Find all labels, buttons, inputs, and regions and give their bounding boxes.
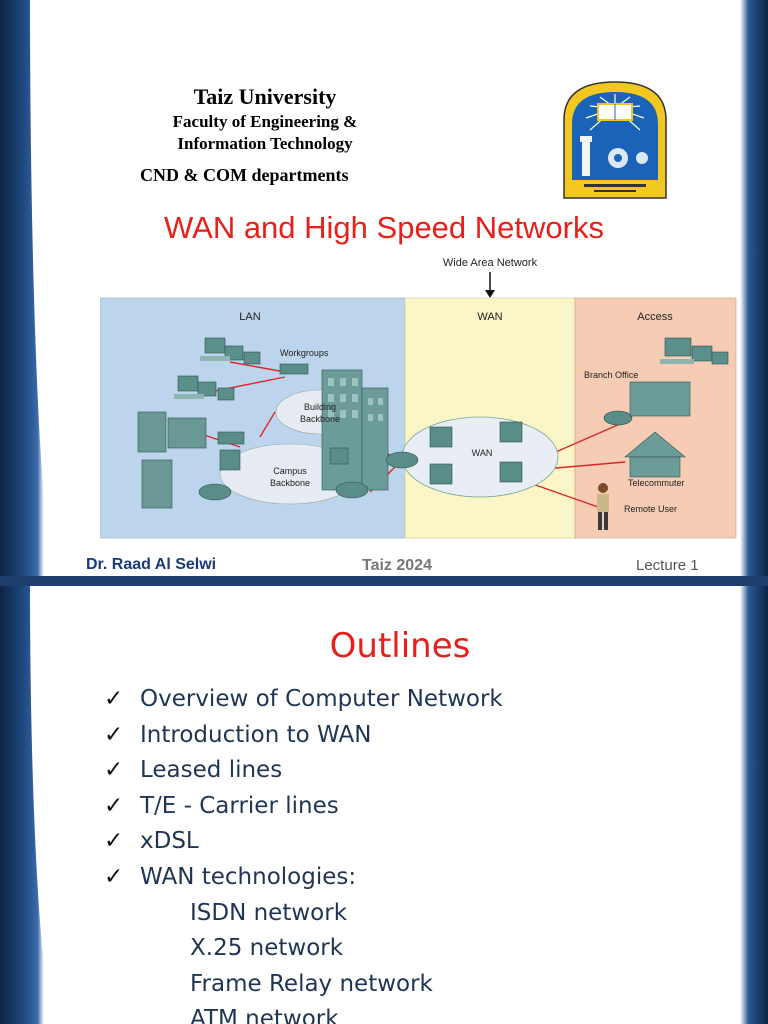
title-slide: Taiz University Faculty of Engineering &… — [0, 0, 768, 576]
outline-item: ✓ Leased lines — [104, 753, 503, 789]
outline-subitem-text: Frame Relay network — [190, 970, 433, 997]
university-logo — [563, 81, 667, 199]
slide-right-decoration — [740, 586, 768, 1024]
checkmark-icon: ✓ — [104, 721, 124, 748]
label-campus-1: Campus — [273, 466, 307, 476]
checkmark-icon: ✓ — [104, 863, 124, 890]
outline-item-text: xDSL — [140, 828, 199, 855]
outline-subitem: ISDN network — [104, 896, 503, 932]
label-campus-2: Backbone — [270, 478, 310, 488]
outlines-title: Outlines — [329, 626, 471, 666]
outline-item-text: Overview of Computer Network — [140, 686, 503, 712]
label-telecommuter: Telecommuter — [628, 478, 685, 488]
lan-zone-label: LAN — [239, 311, 260, 323]
university-name: Taiz University — [193, 84, 337, 109]
footer-author: Dr. Raad Al Selwi — [86, 556, 217, 573]
outline-item: ✓ WAN technologies: — [104, 860, 503, 896]
outline-item: ✓ xDSL — [104, 824, 503, 860]
checkmark-icon: ✓ — [104, 792, 124, 819]
faculty-line-1: Faculty of Engineering & — [172, 112, 358, 131]
outline-item-text: T/E - Carrier lines — [140, 792, 339, 819]
label-workgroups: Workgroups — [280, 348, 329, 358]
wan-network-diagram: Wide Area Network LAN WAN Access — [100, 257, 737, 539]
outline-item: ✓ Introduction to WAN — [104, 718, 503, 754]
slide-left-decoration — [0, 586, 58, 1024]
checkmark-icon: ✓ — [104, 686, 124, 712]
diagram-caption: Wide Area Network — [443, 257, 538, 269]
outline-item: ✓ Overview of Computer Network — [104, 682, 503, 718]
outline-subitem: X.25 network — [104, 931, 503, 967]
access-zone-label: Access — [637, 311, 673, 323]
outline-item-text: Introduction to WAN — [140, 721, 372, 748]
outline-subitem: ATM network — [104, 1002, 503, 1024]
checkmark-icon: ✓ — [104, 757, 124, 784]
outline-subitem: Frame Relay network — [104, 967, 503, 1003]
departments-label: CND & COM departments — [140, 165, 349, 185]
slide-title: WAN and High Speed Networks — [164, 210, 604, 245]
checkmark-icon: ✓ — [104, 828, 124, 855]
outline-item-text: WAN technologies: — [140, 863, 357, 890]
slide-left-decoration — [0, 0, 58, 576]
footer-place: Taiz 2024 — [362, 557, 432, 574]
outline-list: ✓ Overview of Computer Network ✓ Introduct… — [104, 682, 503, 1024]
slide-right-decoration — [740, 0, 768, 576]
wan-zone-label: WAN — [477, 311, 502, 323]
outline-subitem-text: ATM network — [190, 1006, 339, 1024]
label-wan-cloud: WAN — [472, 448, 493, 458]
faculty-line-2: Information Technology — [177, 134, 353, 153]
outline-item-text: Leased lines — [140, 757, 283, 784]
outlines-slide: Outlines ✓ Overview of Computer Network ✓… — [0, 586, 768, 1024]
footer-lecture: Lecture 1 — [636, 557, 699, 574]
label-building-1: Building — [304, 402, 336, 412]
outline-subitem-text: X.25 network — [190, 935, 344, 962]
label-building-2: Backbone — [300, 414, 340, 424]
label-branch-office: Branch Office — [584, 370, 638, 380]
label-remote-user: Remote User — [624, 504, 677, 514]
outline-subitem-text: ISDN network — [190, 899, 348, 926]
outline-item: ✓ T/E - Carrier lines — [104, 789, 503, 825]
